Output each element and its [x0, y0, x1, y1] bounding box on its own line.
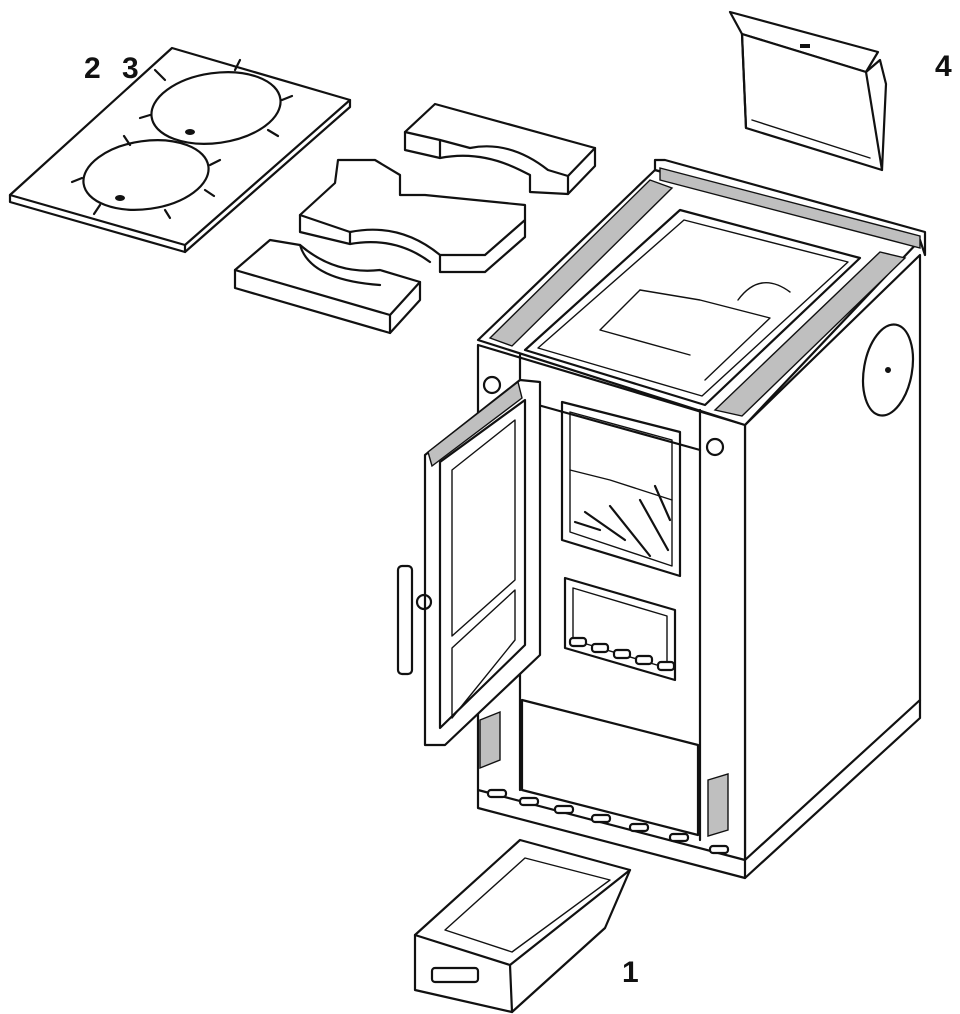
insulation-block-front — [233, 238, 422, 335]
label-part-2: 2 — [84, 52, 101, 85]
stove-body — [476, 158, 927, 880]
top-grille-right — [713, 251, 907, 417]
bottom-vents — [486, 788, 730, 855]
label-part-4: 4 — [935, 50, 952, 83]
baffle-plate — [728, 10, 888, 172]
top-grille-left — [488, 179, 674, 347]
insulation-block-rear — [403, 102, 597, 196]
label-part-1: 1 — [622, 956, 639, 989]
fire-door — [396, 378, 542, 747]
label-part-3: 3 — [122, 52, 139, 85]
air-vents — [568, 636, 676, 672]
fire-window — [560, 400, 682, 578]
insulation-block-middle — [298, 158, 527, 274]
top-grille-rear — [659, 167, 921, 249]
ash-drawer — [413, 838, 632, 1014]
cooktop-plate — [8, 46, 352, 254]
